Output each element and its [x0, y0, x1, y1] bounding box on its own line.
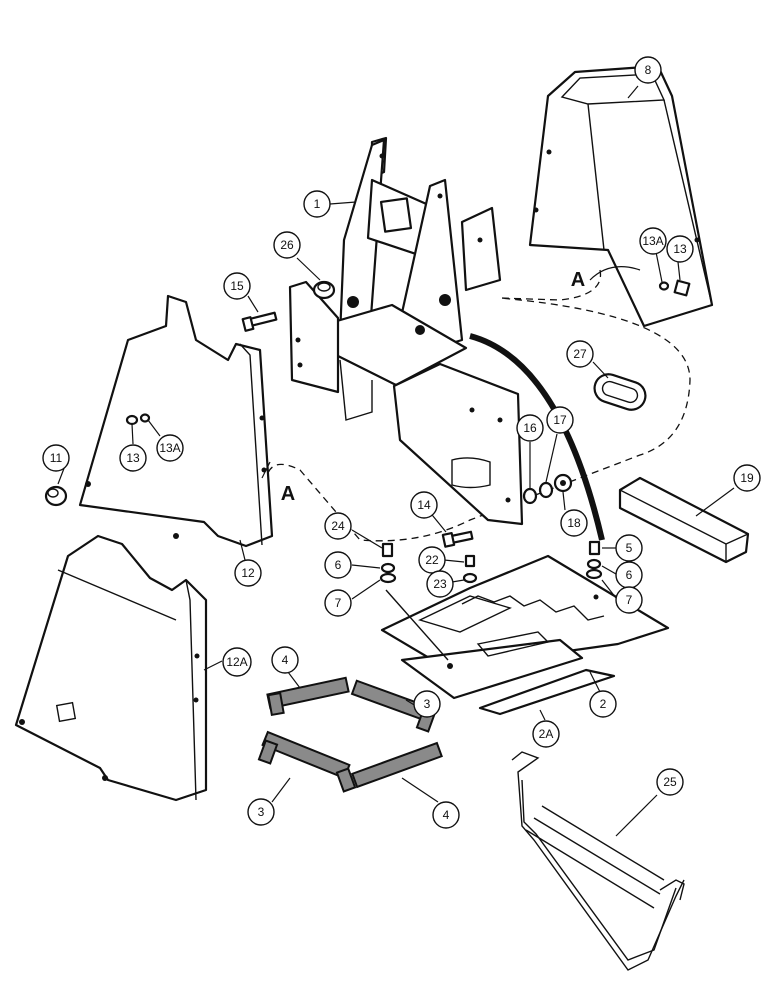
svg-text:25: 25: [663, 775, 677, 789]
bolt-part-14: [441, 530, 474, 548]
svg-text:12: 12: [241, 566, 255, 580]
callout-4-bottom: 4: [432, 801, 460, 829]
svg-text:3: 3: [258, 805, 265, 819]
callout-24: 24: [324, 512, 352, 540]
cable-hose: [469, 333, 605, 541]
callout-2a: 2A: [532, 720, 560, 748]
callout-17: 17: [546, 406, 574, 434]
svg-text:27: 27: [573, 347, 587, 361]
callout-16: 16: [516, 414, 544, 442]
callout-22: 22: [418, 546, 446, 574]
svg-text:18: 18: [567, 516, 581, 530]
svg-text:2: 2: [600, 697, 607, 711]
svg-text:1: 1: [314, 197, 321, 211]
callout-25: 25: [656, 768, 684, 796]
svg-text:23: 23: [433, 577, 447, 591]
callout-11: 11: [42, 444, 70, 472]
rear-cover-part-12: [78, 294, 274, 548]
callout-12: 12: [234, 559, 262, 587]
cork-strip-part-3-bottom: [261, 730, 351, 780]
cowl-part-8: [528, 64, 714, 328]
reference-letter-a-upper: A: [571, 269, 585, 291]
tube-handle-part-25: [511, 751, 685, 971]
svg-text:17: 17: [553, 413, 567, 427]
svg-text:13: 13: [126, 451, 140, 465]
svg-text:19: 19: [740, 471, 754, 485]
bolt-washer-parts-22-23: [462, 554, 478, 584]
pad-part-19: [618, 476, 750, 564]
svg-text:7: 7: [335, 596, 342, 610]
bolt-washer-parts-24-6-7: [379, 542, 397, 584]
callout-7-left: 7: [324, 589, 352, 617]
reference-letter-a-lower: A: [281, 483, 295, 505]
svg-text:13: 13: [673, 242, 687, 256]
svg-text:2A: 2A: [539, 727, 554, 741]
cork-end-part-3-bottom: [257, 739, 279, 765]
leader-lines: [57, 85, 735, 837]
callout-23: 23: [426, 570, 454, 598]
callout-7-right: 7: [615, 586, 643, 614]
screw-washer-parts-13-13a-right: [658, 279, 691, 297]
cork-strip-part-4-bottom: [351, 741, 443, 789]
svg-text:16: 16: [523, 421, 537, 435]
callout-8: 8: [634, 56, 662, 84]
callout-2: 2: [589, 690, 617, 718]
callout-5: 5: [615, 534, 643, 562]
svg-text:11: 11: [50, 451, 63, 465]
svg-text:6: 6: [335, 558, 342, 572]
callout-27: 27: [566, 340, 594, 368]
callout-26: 26: [273, 231, 301, 259]
svg-text:7: 7: [626, 593, 633, 607]
callout-13-right: 13: [666, 235, 694, 263]
svg-text:5: 5: [626, 541, 633, 555]
svg-text:3: 3: [424, 697, 431, 711]
svg-text:14: 14: [417, 498, 431, 512]
svg-text:8: 8: [645, 63, 652, 77]
svg-text:13A: 13A: [642, 234, 663, 248]
callout-19: 19: [733, 464, 761, 492]
support-frame-part-1: [288, 136, 524, 526]
svg-text:6: 6: [626, 568, 633, 582]
callout-15: 15: [223, 272, 251, 300]
svg-text:22: 22: [425, 553, 439, 567]
washer-nut-parts-16-17-18: [522, 473, 573, 505]
svg-text:12A: 12A: [226, 655, 247, 669]
callout-6-left: 6: [324, 551, 352, 579]
svg-text:4: 4: [282, 653, 289, 667]
floor-plate-part-2: [380, 554, 670, 700]
svg-text:26: 26: [280, 238, 294, 252]
callout-14: 14: [410, 491, 438, 519]
callout-1: 1: [303, 190, 331, 218]
svg-text:13A: 13A: [159, 441, 180, 455]
callout-18: 18: [560, 509, 588, 537]
slide-plate-part-2a: [478, 668, 616, 716]
callout-3-bottom: 3: [247, 798, 275, 826]
callout-12a: 12A: [222, 647, 252, 677]
callout-13a-right: 13A: [639, 227, 667, 255]
callout-3-top: 3: [413, 690, 441, 718]
reference-dashed-loop: [265, 269, 691, 542]
plug-part-11: [44, 485, 68, 507]
callout-6-right: 6: [615, 561, 643, 589]
grommet-part-27: [593, 373, 647, 411]
callout-13-left: 13: [119, 444, 147, 472]
svg-text:15: 15: [230, 279, 244, 293]
svg-text:4: 4: [443, 808, 450, 822]
bolt-washer-parts-5-6-7: [585, 540, 603, 580]
front-cover-part-12a: [14, 534, 208, 802]
callout-4-top: 4: [271, 646, 299, 674]
callout-13a-left: 13A: [156, 434, 184, 462]
plate-leader-line: [385, 589, 449, 661]
cork-end-part-4-top: [267, 691, 285, 717]
plug-part-26: [312, 280, 336, 300]
svg-text:24: 24: [331, 519, 345, 533]
bolt-part-15: [241, 311, 278, 332]
cork-end-part-4-bottom: [335, 767, 357, 793]
